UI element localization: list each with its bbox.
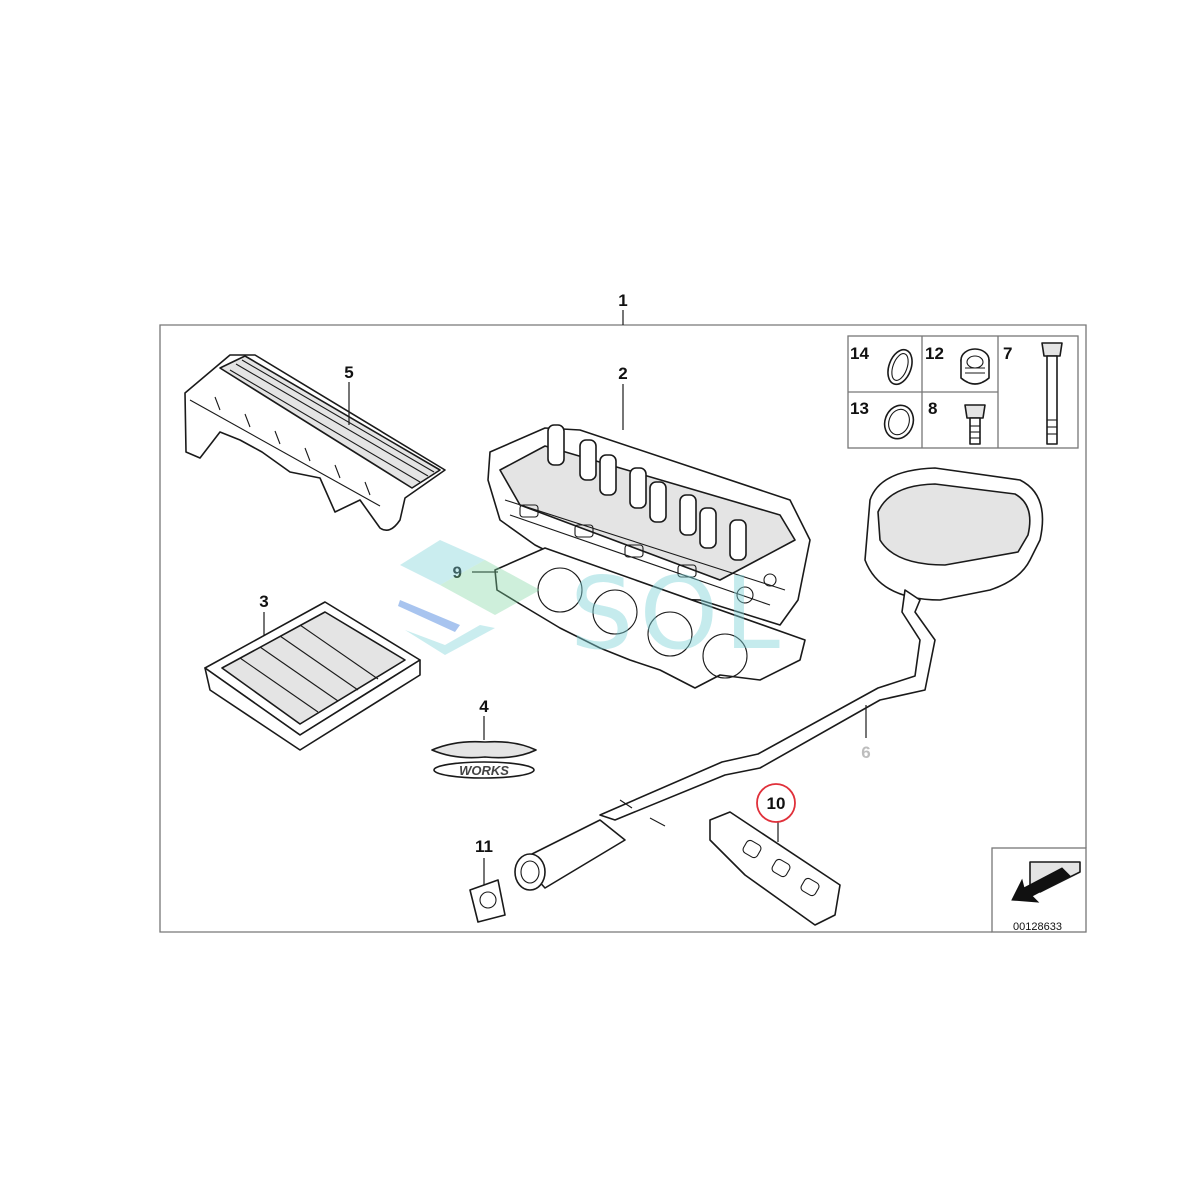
exhaust-system-6 bbox=[514, 467, 1044, 891]
air-filter-3 bbox=[204, 601, 421, 751]
orientation-box bbox=[991, 847, 1087, 933]
callout-4: 4 bbox=[479, 697, 489, 716]
bolt-8 bbox=[964, 404, 986, 445]
o-ring-13 bbox=[883, 404, 915, 440]
bolt-7 bbox=[1041, 342, 1063, 445]
callout-7: 7 bbox=[1003, 344, 1012, 363]
callout-13: 13 bbox=[850, 399, 869, 418]
callout-8: 8 bbox=[928, 399, 937, 418]
callout-2: 2 bbox=[618, 364, 627, 383]
callout-14: 14 bbox=[850, 344, 869, 363]
works-badge-4 bbox=[431, 716, 537, 779]
assembly-frame bbox=[159, 310, 1087, 933]
callout-6: 6 bbox=[861, 743, 870, 762]
callout-3: 3 bbox=[259, 592, 268, 611]
callout-5: 5 bbox=[344, 363, 353, 382]
callout-12: 12 bbox=[925, 344, 944, 363]
manifold-gasket-10 bbox=[709, 783, 841, 926]
callout-10: 10 bbox=[767, 794, 786, 813]
highlight-circle bbox=[756, 783, 796, 823]
diagram-id: 00128633 bbox=[1013, 921, 1062, 933]
engine-cover-5 bbox=[184, 354, 446, 531]
o-ring-14 bbox=[887, 348, 913, 386]
callout-9: 9 bbox=[453, 563, 462, 582]
head-gasket-9 bbox=[472, 547, 806, 689]
works-badge-text: WORKS bbox=[459, 763, 509, 778]
watermark bbox=[398, 540, 540, 655]
watermark-text: SOL bbox=[570, 555, 786, 672]
callout-1: 1 bbox=[618, 291, 627, 310]
cylinder-head-2 bbox=[487, 384, 811, 626]
callout-11: 11 bbox=[475, 837, 493, 856]
screw-plug-12 bbox=[960, 348, 990, 385]
flange-gasket-11 bbox=[469, 858, 506, 923]
small-parts-grid bbox=[847, 335, 1079, 449]
